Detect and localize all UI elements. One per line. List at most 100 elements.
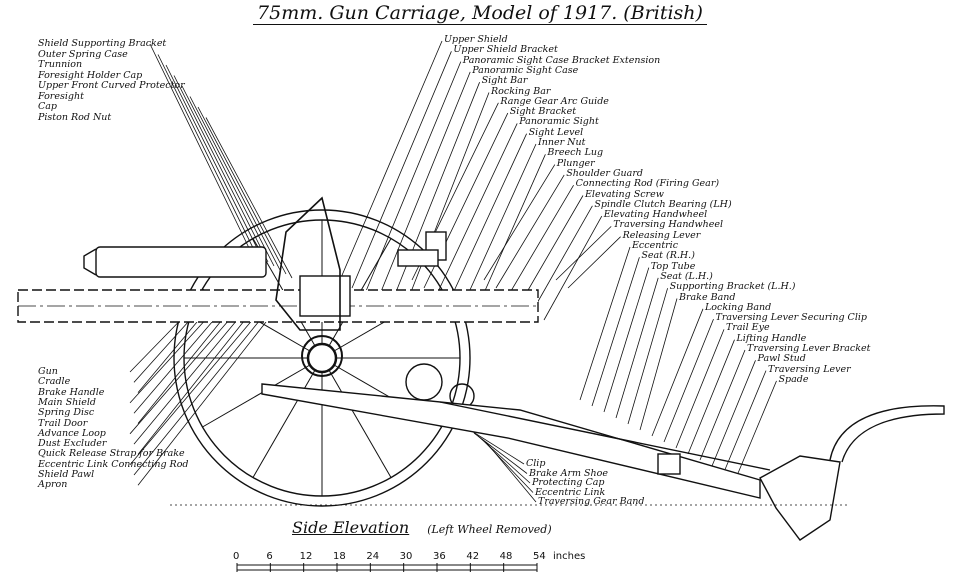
leader-line bbox=[711, 360, 756, 467]
gun-barrel bbox=[95, 246, 267, 278]
leader-line bbox=[495, 174, 565, 289]
diagram-title-text: 75mm. Gun Carriage, Model of 1917. (Brit… bbox=[253, 2, 707, 25]
label-upper-front-curved-protector: Upper Front Curved Protector bbox=[38, 80, 185, 91]
leader-line bbox=[687, 339, 735, 455]
leader-line bbox=[699, 349, 746, 461]
label-clip: Clip bbox=[526, 458, 546, 469]
view-caption: Side Elevation (Left Wheel Removed) bbox=[292, 518, 552, 537]
breech-block bbox=[299, 275, 351, 317]
label-spade: Spade bbox=[778, 373, 809, 385]
label-range-gear-arc-guide: Range Gear Arc Guide bbox=[500, 95, 609, 107]
label-traversing-gear-band: Traversing Gear Band bbox=[538, 496, 645, 507]
label-traversing-lever-securing-clip: Traversing Lever Securing Clip bbox=[715, 312, 867, 324]
scale-tick-label: 24 bbox=[366, 551, 380, 562]
leader-line bbox=[603, 267, 650, 413]
label-supporting-bracket-l-h: Supporting Bracket (L.H.) bbox=[669, 281, 796, 293]
label-foresight: Foresight bbox=[38, 90, 84, 102]
scale-tick-label: 30 bbox=[399, 551, 413, 562]
label-locking-band: Locking Band bbox=[705, 301, 772, 313]
leader-line bbox=[663, 318, 714, 443]
leader-line bbox=[137, 321, 267, 486]
label-connecting-rod-firing-gear: Connecting Rod (Firing Gear) bbox=[575, 178, 720, 190]
leader-line bbox=[591, 257, 640, 407]
label-top-tube: Top Tube bbox=[650, 260, 696, 272]
label-dust-excluder: Dust Excluder bbox=[38, 438, 107, 450]
leader-line bbox=[639, 298, 678, 431]
gun-carriage-illustration bbox=[17, 196, 945, 541]
label-brake-arm-shoe: Brake Arm Shoe bbox=[529, 467, 608, 479]
label-plunger: Plunger bbox=[556, 157, 595, 169]
label-cradle: Cradle bbox=[38, 376, 71, 388]
leader-line bbox=[149, 43, 251, 251]
label-sight-bracket: Sight Bracket bbox=[509, 106, 577, 118]
leader-line bbox=[435, 123, 518, 297]
scale-tick-label: 36 bbox=[433, 551, 446, 562]
label-traversing-lever: Traversing Lever bbox=[768, 363, 851, 375]
label-shield-pawl: Shield Pawl bbox=[38, 469, 95, 480]
label-eccentric: Eccentric bbox=[632, 240, 679, 251]
label-cap: Cap bbox=[38, 101, 58, 112]
leader-line bbox=[165, 64, 263, 259]
label-panoramic-sight-case: Panoramic Sight Case bbox=[472, 64, 579, 76]
leader-line bbox=[205, 117, 293, 279]
trail bbox=[261, 383, 761, 499]
label-outer-spring-case: Outer Spring Case bbox=[38, 48, 128, 60]
label-inner-nut: Inner Nut bbox=[538, 137, 586, 148]
label-spring-disc: Spring Disc bbox=[38, 407, 95, 419]
leader-line bbox=[387, 82, 480, 313]
label-trail-eye: Trail Eye bbox=[726, 322, 770, 334]
label-quick-release-strap-for-brake: Quick Release Strap for Brake bbox=[38, 448, 185, 460]
label-apron: Apron bbox=[38, 479, 68, 491]
scale-tick-label: 0 bbox=[233, 551, 240, 562]
leader-line bbox=[485, 441, 537, 503]
leader-line bbox=[519, 195, 584, 305]
caption-main: Side Elevation bbox=[292, 518, 410, 537]
leader-line bbox=[133, 307, 225, 414]
leader-line bbox=[339, 40, 443, 281]
label-sight-level: Sight Level bbox=[528, 126, 584, 138]
leader-line bbox=[197, 106, 287, 275]
caption-sub: (Left Wheel Removed) bbox=[427, 523, 552, 536]
trail-band bbox=[657, 453, 681, 475]
main-shield bbox=[275, 196, 341, 331]
wheel-rim-outer bbox=[173, 209, 471, 507]
label-elevating-handwheel: Elevating Handwheel bbox=[603, 209, 708, 221]
leader-line bbox=[173, 75, 269, 263]
scale-tick-label: 18 bbox=[333, 551, 346, 562]
cradle bbox=[17, 289, 539, 323]
label-panoramic-sight-case-bracket-extension: Panoramic Sight Case Bracket Extension bbox=[462, 54, 661, 66]
label-protecting-cap: Protecting Cap bbox=[532, 477, 605, 488]
leader-line bbox=[157, 54, 257, 255]
leader-line bbox=[351, 51, 452, 289]
scale-tick-label: 48 bbox=[499, 551, 513, 562]
label-trail-door: Trail Door bbox=[38, 417, 88, 429]
label-foresight-holder-cap: Foresight Holder Cap bbox=[38, 69, 143, 81]
label-traversing-handwheel: Traversing Handwheel bbox=[613, 219, 724, 231]
leader-line bbox=[181, 85, 275, 267]
label-shoulder-guard: Shoulder Guard bbox=[566, 167, 643, 179]
leader-line bbox=[615, 277, 659, 419]
label-advance-loop: Advance Loop bbox=[38, 427, 106, 439]
scale-tick-label: 6 bbox=[266, 551, 273, 562]
label-pawl-stud: Pawl Stud bbox=[757, 353, 806, 365]
leader-line bbox=[447, 133, 527, 305]
gun-muzzle bbox=[83, 248, 97, 276]
leader-line bbox=[137, 315, 249, 455]
label-sight-bar: Sight Bar bbox=[481, 75, 528, 87]
label-brake-band: Brake Band bbox=[679, 291, 736, 303]
leader-line bbox=[543, 215, 603, 321]
wheel-hub bbox=[306, 342, 338, 374]
label-gun: Gun bbox=[38, 366, 58, 377]
label-lifting-handle: Lifting Handle bbox=[736, 332, 807, 344]
leader-line bbox=[129, 311, 237, 435]
scale-unit: inches bbox=[553, 551, 586, 562]
axle-drum bbox=[301, 335, 343, 377]
label-brake-handle: Brake Handle bbox=[38, 386, 105, 398]
label-trunnion: Trunnion bbox=[38, 59, 83, 70]
label-elevating-screw: Elevating Screw bbox=[585, 188, 664, 200]
label-traversing-lever-bracket: Traversing Lever Bracket bbox=[747, 343, 871, 354]
label-seat-l-h: Seat (L.H.) bbox=[660, 270, 713, 282]
diagram-title: 75mm. Gun Carriage, Model of 1917. (Brit… bbox=[0, 2, 960, 25]
label-shield-supporting-bracket: Shield Supporting Bracket bbox=[38, 38, 167, 49]
